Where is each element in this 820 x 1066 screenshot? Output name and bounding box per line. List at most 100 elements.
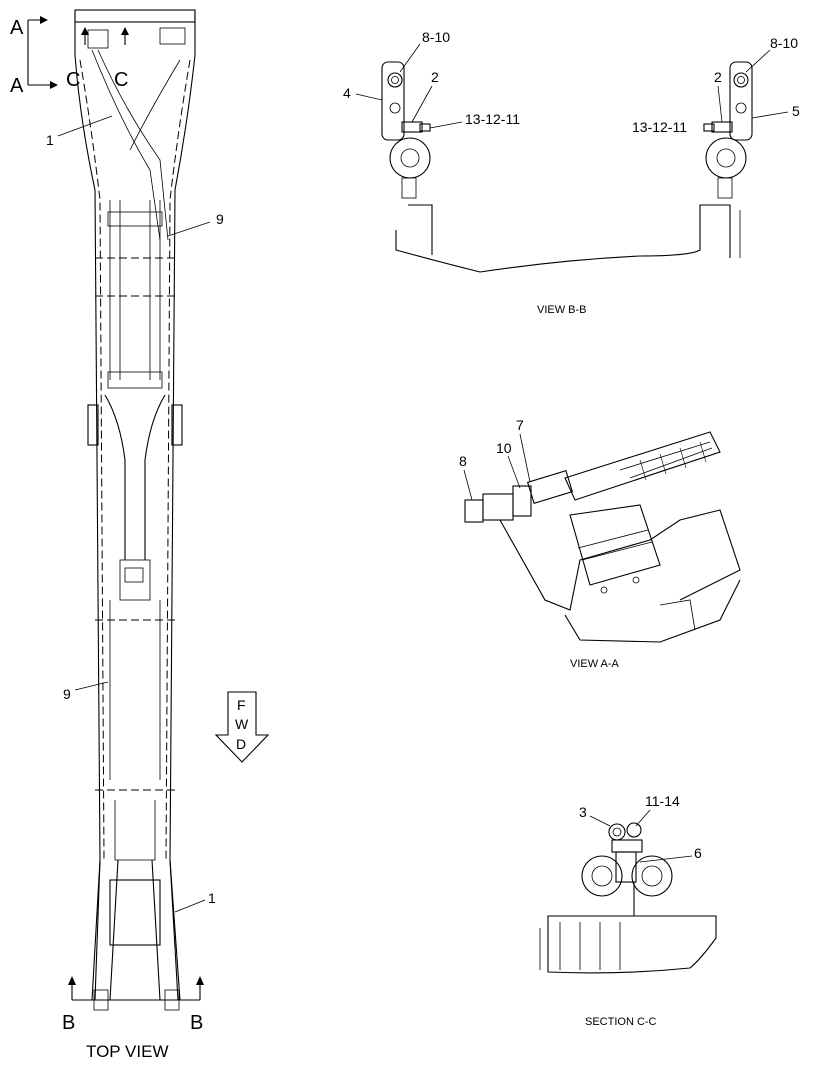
- leader-1-bottom: [174, 899, 206, 913]
- bb-right-nut: [733, 72, 749, 88]
- fwd-arrow-shape: [214, 691, 270, 763]
- section-b-arrow-right: [196, 976, 204, 985]
- top-fitting-right: [159, 27, 186, 45]
- section-a-line: [27, 19, 50, 86]
- bb-base-outline: [395, 204, 731, 273]
- section-c-arrow-right: [121, 27, 129, 35]
- bb-label-5: 5: [792, 103, 800, 119]
- bb-label-13-12-11-right: 13-12-11: [632, 119, 687, 135]
- view-aa: 7 10 8 VIEW A-A: [459, 417, 741, 670]
- lower-rail: [109, 600, 161, 780]
- aa-nut-8: [464, 499, 484, 523]
- cc-bracket-top: [611, 839, 643, 853]
- top-view-caption: TOP VIEW: [86, 1042, 169, 1061]
- boom-outline-left: [74, 12, 101, 1001]
- leader-9-bottom: [74, 681, 109, 691]
- cc-base: [547, 915, 717, 974]
- bb-base-left-post: [408, 204, 433, 255]
- aa-washer: [482, 493, 514, 521]
- bb-leader-13-left: [429, 121, 463, 129]
- section-b-arrow-left: [68, 976, 76, 985]
- bb-left-bolt: [419, 123, 431, 132]
- aa-bracket-box: [569, 504, 661, 586]
- bb-label-2-left: 2: [431, 69, 439, 85]
- clamp-block-2: [107, 371, 163, 389]
- bb-right-bolt: [703, 123, 715, 132]
- bb-leader-2-right: [717, 85, 723, 123]
- aa-label-7: 7: [516, 417, 524, 433]
- aa-frame-lower: [564, 579, 741, 643]
- callout-9-bottom: 9: [63, 686, 71, 702]
- inner-rail-2: [119, 200, 151, 380]
- bb-left-plate: [381, 61, 405, 141]
- cc-hose-left-outer: [581, 855, 623, 897]
- cc-bracket-stem: [615, 851, 637, 883]
- aa-leader-7: [519, 433, 531, 483]
- top-view: A A C C B B 1 9 9 1 TOP VIEW: [10, 9, 224, 1061]
- hose-3: [129, 59, 181, 151]
- center-bracket: [119, 559, 151, 601]
- fwd-letter-d: D: [236, 736, 246, 752]
- bb-left-hose-outer: [389, 137, 431, 179]
- bb-caption: VIEW B-B: [537, 304, 587, 316]
- bottom-fork: [91, 859, 181, 1001]
- section-c-arrow-left: [81, 27, 89, 35]
- callout-1-top: 1: [46, 132, 54, 148]
- bb-leader-8-10-right: [745, 49, 771, 73]
- bb-leader-8-10-left: [399, 43, 421, 73]
- bb-leader-2-left: [411, 85, 433, 123]
- aa-rivet-1: [600, 586, 608, 594]
- cc-nut-3-inner: [612, 827, 622, 837]
- cc-hose-right-outer: [631, 855, 673, 897]
- section-c-lines: [84, 30, 126, 45]
- boom-outline-right: [169, 12, 196, 1001]
- cc-caption: SECTION C-C: [585, 1016, 657, 1028]
- bb-label-13-12-11-left: 13-12-11: [465, 111, 520, 127]
- bb-right-plate: [729, 61, 753, 141]
- aa-frame-notch: [659, 599, 696, 631]
- cc-label-6: 6: [694, 845, 702, 861]
- aa-hose-braid: [619, 441, 713, 479]
- inner-rail: [109, 200, 161, 380]
- center-bracket-inner: [124, 567, 144, 583]
- bb-left-nut-inner: [391, 76, 399, 84]
- section-b-label-right: B: [190, 1012, 203, 1034]
- section-c-label-right: C: [114, 69, 128, 91]
- fwd-letter-w: W: [235, 716, 249, 732]
- cc-base-ribs: [559, 922, 621, 970]
- bb-right-hose-inner: [716, 148, 736, 168]
- side-lug-right: [171, 404, 183, 446]
- aa-frame-body: [499, 509, 741, 611]
- bb-right-hole: [735, 102, 747, 114]
- fwd-arrow: F W D: [214, 691, 270, 763]
- mid-taper: [104, 394, 166, 560]
- aa-leader-8: [463, 469, 473, 501]
- section-c-label-left: C: [66, 69, 80, 91]
- top-fitting: [87, 29, 109, 49]
- bb-right-nut-inner: [737, 76, 745, 84]
- cc-nut-3: [608, 823, 626, 841]
- aa-rivet-2: [632, 576, 640, 584]
- cc-label-3: 3: [579, 804, 587, 820]
- callout-9-top: 9: [216, 211, 224, 227]
- aa-bracket-slot: [577, 529, 653, 561]
- aa-caption: VIEW A-A: [570, 658, 620, 670]
- clamp-block-1: [107, 211, 163, 227]
- fwd-letter-f: F: [237, 697, 246, 713]
- section-a-arrow-bottom: [50, 81, 58, 89]
- cc-leader-11-14: [635, 809, 651, 827]
- side-lug-left: [87, 404, 99, 446]
- boom-top-plate: [74, 9, 196, 23]
- bb-left-clip: [401, 121, 423, 133]
- section-a-label-top: A: [10, 17, 24, 39]
- cc-hose-left-inner: [591, 865, 613, 887]
- aa-fitting: [526, 469, 574, 505]
- bb-left-hose-inner: [400, 148, 420, 168]
- bb-label-4: 4: [343, 85, 351, 101]
- section-cc: 3 11-14 6 SECTION C-C: [539, 793, 717, 1028]
- section-a-arrow-top: [40, 16, 48, 24]
- bb-leader-4: [355, 93, 383, 101]
- cc-leader-3: [589, 815, 611, 827]
- lower-yoke: [114, 800, 156, 861]
